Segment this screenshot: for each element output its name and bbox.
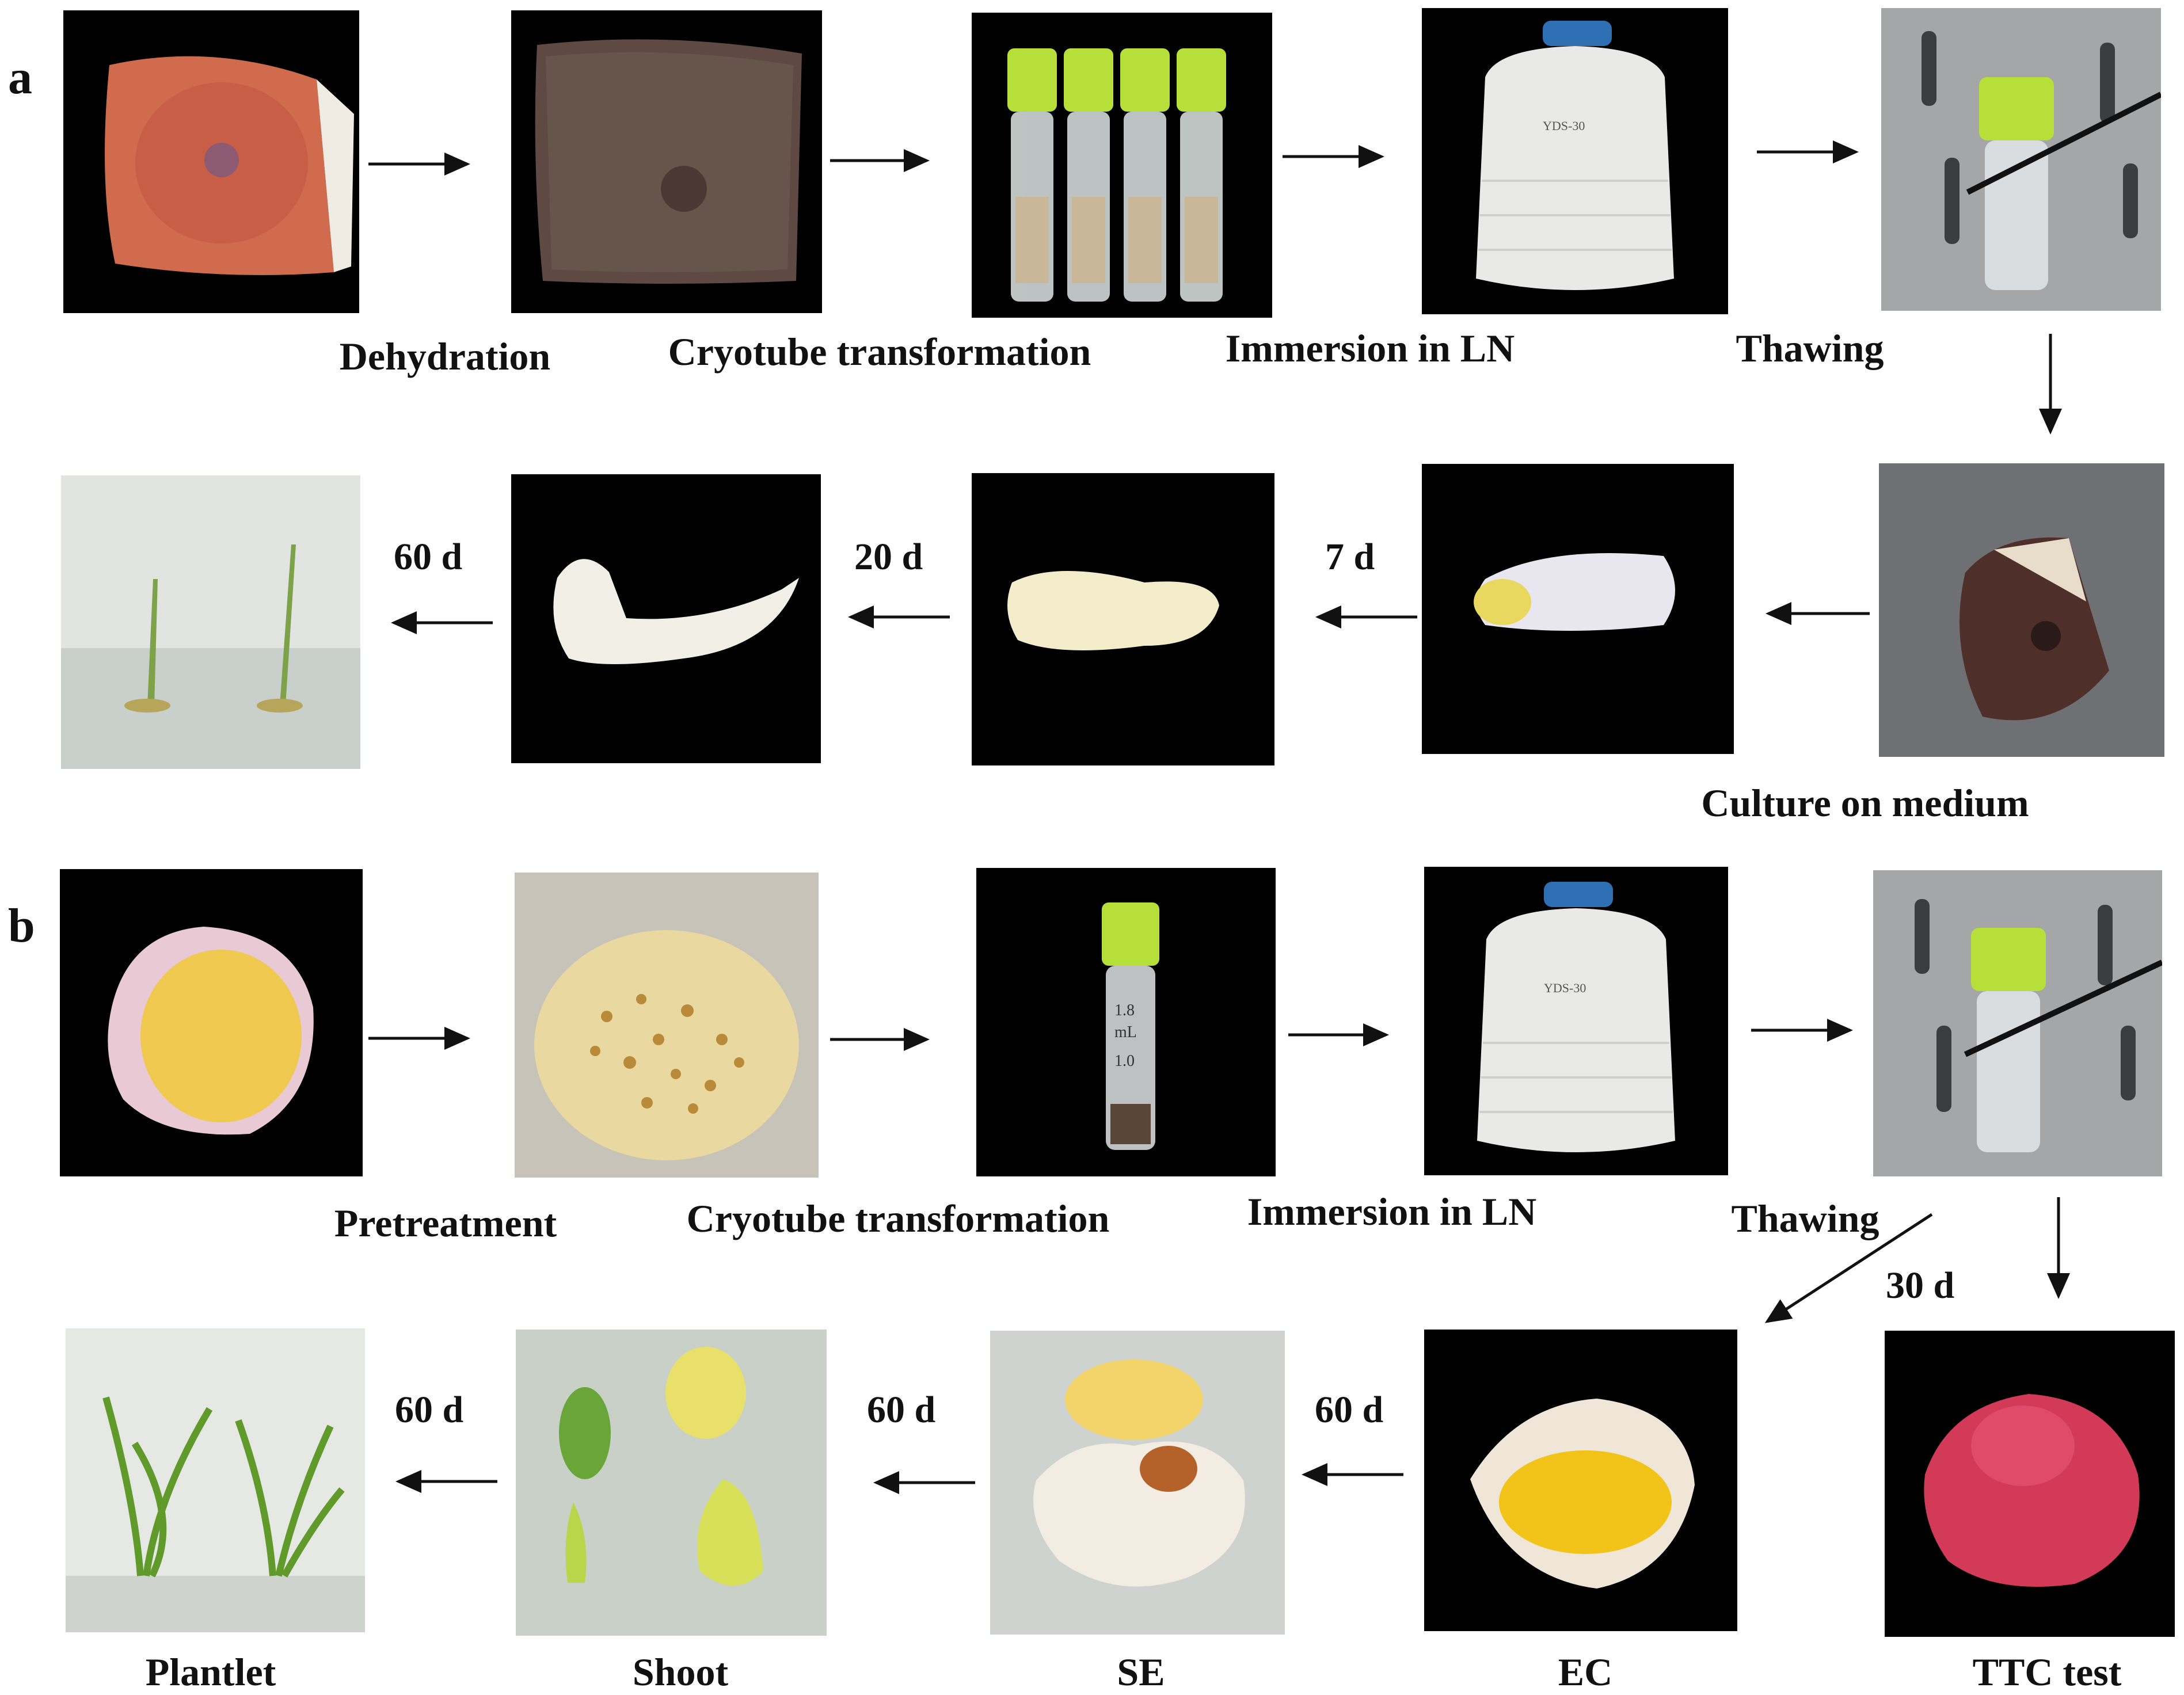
label-cryotube-a: Cryotube transformation [668,330,1091,374]
duration-60d-b3: 60 d [395,1389,464,1431]
photo-20d-seedling [972,473,1274,765]
tube-mark-top: 1.8 [1114,1001,1135,1019]
label-thawing-b: Thawing [1731,1197,1879,1240]
photo-60d-germinated [511,474,821,763]
tank-label-b: YDS-30 [1544,981,1586,995]
photo-ln-tank-a: YDS-30 [1422,8,1728,314]
label-se: SE [1117,1650,1165,1694]
label-shoot: Shoot [632,1650,729,1694]
photo-cryotube-callus: 1.8 mL 1.0 [976,868,1276,1176]
panel-a-letter: a [8,51,32,104]
tank-label-a: YDS-30 [1543,119,1585,133]
duration-60d-a: 60 d [394,536,463,578]
label-ttc-test: TTC test [1972,1650,2122,1694]
duration-60d-b2: 60 d [867,1389,936,1431]
label-plantlet: Plantlet [145,1650,276,1694]
photo-7d-germination [1422,464,1734,754]
photo-plantlet [66,1328,365,1632]
label-immersion-a: Immersion in LN [1225,326,1515,370]
photo-culture-seed [1879,463,2164,757]
tube-mark-bottom: 1.0 [1114,1052,1135,1070]
photo-shoot [516,1330,827,1636]
duration-30d: 30 d [1886,1264,1955,1307]
label-immersion-b: Immersion in LN [1247,1190,1537,1233]
photo-dehydration-seed [63,10,359,313]
photo-cryotubes-seeds [972,13,1272,318]
panel-b-letter: b [8,899,35,953]
label-dehydration: Dehydration [339,334,551,378]
label-culture: Culture on medium [1701,781,2029,825]
photo-thawing-b [1873,870,2162,1176]
photo-dehydrated-seed [511,10,822,313]
label-ec: EC [1558,1650,1613,1694]
duration-60d-b1: 60 d [1315,1389,1384,1431]
photo-seedling-in-container [61,475,360,769]
label-pretreatment: Pretreatment [334,1201,557,1245]
photo-ln-tank-b: YDS-30 [1424,867,1728,1175]
label-thawing-a: Thawing [1736,326,1884,370]
label-cryotube-b: Cryotube transformation [686,1197,1110,1240]
photo-pretreatment-callus [60,869,363,1176]
tube-mark-unit: mL [1114,1023,1137,1041]
photo-se [990,1331,1285,1635]
photo-pretreatment-flask [515,873,819,1178]
photo-ttc-test [1885,1331,2175,1637]
duration-7d: 7 d [1325,536,1375,578]
photo-thawing-a [1881,8,2161,311]
duration-20d: 20 d [854,536,923,578]
photo-ec-callus [1424,1330,1737,1631]
arrow-b-diagonal [1764,1213,1933,1323]
